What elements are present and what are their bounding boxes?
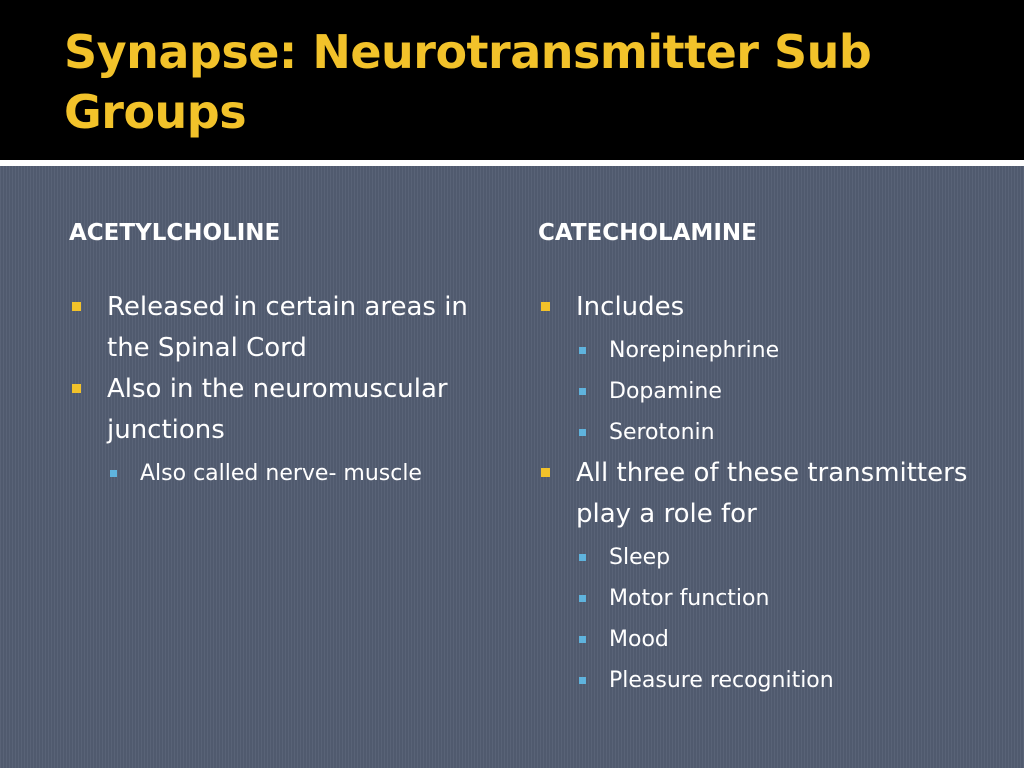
small-square-bullet-icon [579,429,586,436]
small-square-bullet-icon [579,347,586,354]
small-square-bullet-icon [579,388,586,395]
sub-list-item-text: Also called nerve- muscle [140,461,422,486]
sub-list-item: Mood [541,619,991,660]
small-square-bullet-icon [579,554,586,561]
square-bullet-icon [541,302,550,311]
slide-title: Synapse: Neurotransmitter Sub Groups [64,25,872,139]
list-item: Also in the neuromuscular junctions [72,369,502,451]
sub-list-item-text: Pleasure recognition [609,668,834,693]
small-square-bullet-icon [579,677,586,684]
list-item-text: Also in the neuromuscular junctions [107,374,448,445]
sub-list-item-text: Serotonin [609,420,715,445]
list-item: Released in certain areas in the Spinal … [72,287,502,369]
sub-list-item-text: Sleep [609,545,671,570]
sub-list-item: Norepinephrine [541,330,991,371]
sub-list-item-text: Mood [609,627,669,652]
small-square-bullet-icon [110,470,117,477]
small-square-bullet-icon [579,636,586,643]
square-bullet-icon [72,302,81,311]
right-bullet-list: Includes Norepinephrine Dopamine Seroton… [541,287,991,701]
list-item-text: All three of these transmitters play a r… [576,458,968,529]
sub-list-item: Serotonin [541,412,991,453]
sub-list-item-text: Dopamine [609,379,722,404]
left-bullet-list: Released in certain areas in the Spinal … [72,287,502,494]
sub-list-item-text: Norepinephrine [609,338,780,363]
square-bullet-icon [72,384,81,393]
small-square-bullet-icon [579,595,586,602]
sub-list-item: Motor function [541,578,991,619]
square-bullet-icon [541,468,550,477]
right-column-header: CATECHOLAMINE [538,220,757,246]
sub-list-item: Dopamine [541,371,991,412]
sub-list-item: Also called nerve- muscle [72,453,502,494]
content-area [0,166,1024,768]
list-item: Includes [541,287,991,328]
sub-list-item: Pleasure recognition [541,660,991,701]
list-item-text: Includes [576,292,685,322]
list-item: All three of these transmitters play a r… [541,453,991,535]
title-divider [0,160,1024,166]
title-bar: Synapse: Neurotransmitter Sub Groups [0,0,1024,160]
sub-list-item: Sleep [541,537,991,578]
list-item-text: Released in certain areas in the Spinal … [107,292,468,363]
sub-list-item-text: Motor function [609,586,770,611]
left-column-header: ACETYLCHOLINE [69,220,281,246]
